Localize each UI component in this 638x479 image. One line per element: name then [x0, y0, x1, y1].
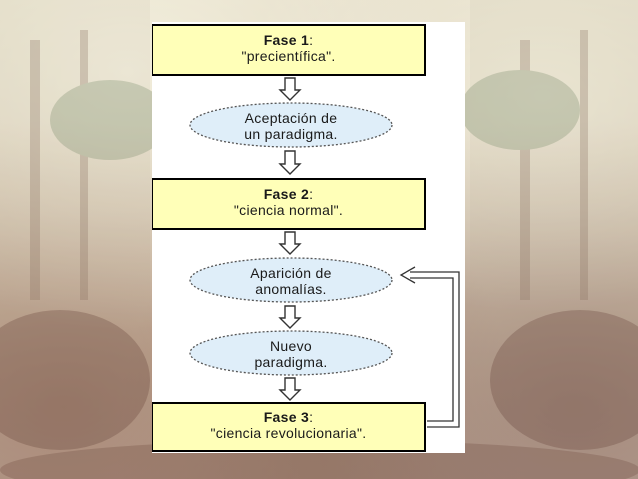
down-arrow-icon	[278, 150, 302, 175]
anomaly-label: Aparición de anomalías.	[190, 265, 392, 297]
down-arrow-icon	[278, 377, 302, 401]
anomaly-line2: anomalías.	[255, 281, 327, 297]
phase2-subtitle: "ciencia normal".	[233, 202, 344, 218]
accept-line1: Aceptación de	[244, 110, 338, 126]
phase1-colon: :	[309, 32, 314, 48]
newparadigm-line1: Nuevo	[270, 338, 312, 354]
accept-paradigm-label: Aceptación de un paradigma.	[190, 110, 392, 142]
phase3-label: Fase 3: "ciencia revolucionaria".	[152, 409, 425, 441]
diagram-panel: Fase 1: "precientífica". Aceptación de u…	[152, 22, 465, 453]
new-paradigm-label: Nuevo paradigma.	[190, 338, 392, 370]
anomaly-ellipse	[189, 257, 393, 303]
phase3-subtitle: "ciencia revolucionaria".	[210, 425, 367, 441]
newparadigm-line2: paradigma.	[254, 354, 328, 370]
phase3-title: Fase 3	[263, 409, 310, 425]
phase1-box	[152, 24, 426, 76]
down-arrow-icon	[278, 305, 302, 329]
phase2-colon: :	[309, 186, 314, 202]
down-arrow-icon	[278, 231, 302, 255]
down-arrow-icon	[278, 77, 302, 101]
phase1-label: Fase 1: "precientífica".	[152, 32, 425, 64]
accept-paradigm-ellipse	[189, 102, 393, 148]
feedback-loop-arrow	[399, 266, 460, 428]
phase3-colon: :	[309, 409, 314, 425]
new-paradigm-ellipse	[189, 330, 393, 376]
anomaly-line1: Aparición de	[250, 265, 332, 281]
accept-line2: un paradigma.	[244, 126, 338, 142]
phase2-box	[152, 178, 426, 230]
phase2-label: Fase 2: "ciencia normal".	[152, 186, 425, 218]
phase1-title: Fase 1	[263, 32, 310, 48]
phase1-subtitle: "precientífica".	[241, 48, 336, 64]
phase2-title: Fase 2	[263, 186, 310, 202]
flowchart	[152, 24, 460, 452]
phase3-box	[152, 402, 426, 452]
